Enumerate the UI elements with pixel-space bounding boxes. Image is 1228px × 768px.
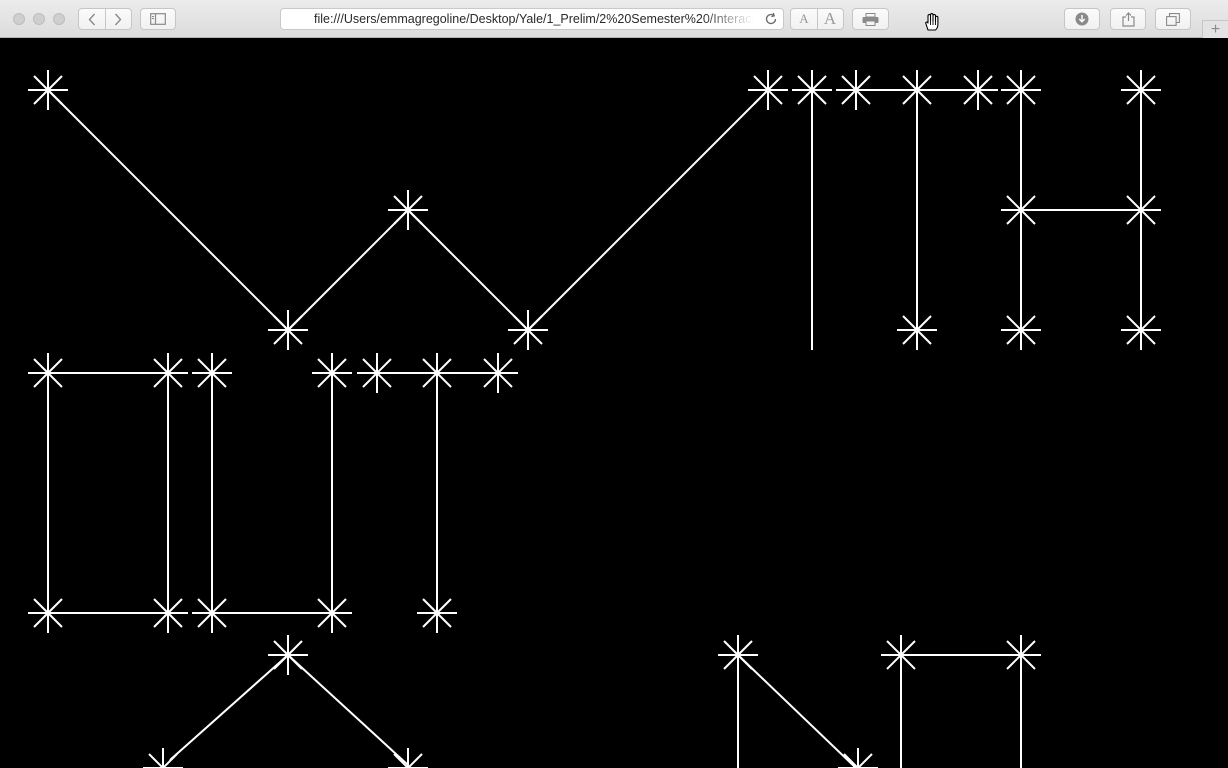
asterisk-node-icon [1001, 635, 1041, 675]
downloads-button[interactable] [1064, 8, 1100, 30]
asterisk-node-icon [388, 190, 428, 230]
tabs-overview-button[interactable] [1155, 8, 1191, 30]
asterisk-node-icon [28, 593, 68, 633]
download-icon [1075, 12, 1089, 26]
asterisk-node-icon [478, 353, 518, 393]
asterisk-node-icon [143, 748, 183, 768]
asterisk-node-icon [718, 635, 758, 675]
asterisk-node-icon [148, 353, 188, 393]
asterisk-node-icon [836, 70, 876, 110]
share-button[interactable] [1110, 8, 1146, 30]
line-art-canvas [28, 70, 1161, 768]
connector-line [169, 654, 289, 761]
asterisk-node-icon [1121, 70, 1161, 110]
asterisk-node-icon [1001, 70, 1041, 110]
asterisk-node-icon [28, 353, 68, 393]
share-icon [1121, 11, 1135, 27]
asterisk-node-icon [388, 748, 428, 768]
asterisk-node-icon [268, 310, 308, 350]
connector-line [287, 654, 409, 766]
asterisk-node-icon [268, 635, 308, 675]
zoom-window-button[interactable] [53, 13, 65, 25]
asterisk-node-icon [748, 70, 788, 110]
asterisk-node-icon [417, 593, 457, 633]
sidebar-icon [150, 13, 166, 25]
address-bar[interactable]: file:///Users/emmagregoline/Desktop/Yale… [280, 8, 784, 30]
asterisk-node-icon [897, 70, 937, 110]
close-window-button[interactable] [13, 13, 25, 25]
asterisk-node-icon [508, 310, 548, 350]
tabs-overview-icon [1166, 12, 1180, 26]
browser-toolbar: file:///Users/emmagregoline/Desktop/Yale… [0, 0, 1228, 38]
asterisk-node-icon [958, 70, 998, 110]
asterisk-node-icon [792, 70, 832, 110]
connector-line [287, 209, 409, 331]
asterisk-node-icon [1121, 190, 1161, 230]
asterisk-node-icon [28, 70, 68, 110]
print-button[interactable] [852, 8, 889, 30]
chevron-left-icon[interactable] [79, 13, 105, 26]
asterisk-node-icon [357, 353, 397, 393]
asterisk-node-icon [192, 593, 232, 633]
sidebar-button[interactable] [140, 8, 176, 30]
asterisk-node-icon [192, 353, 232, 393]
hand-cursor-icon [922, 12, 942, 37]
print-icon [862, 12, 879, 26]
font-smaller-button[interactable]: A [799, 11, 809, 26]
connector-line [737, 654, 858, 768]
asterisk-node-icon [897, 310, 937, 350]
chevron-right-icon[interactable] [105, 13, 131, 26]
address-bar-url[interactable]: file:///Users/emmagregoline/Desktop/Yale… [314, 12, 754, 26]
asterisk-node-icon [1001, 190, 1041, 230]
minimize-window-button[interactable] [33, 13, 45, 25]
new-tab-button[interactable]: + [1202, 20, 1228, 38]
reload-icon[interactable] [764, 12, 778, 29]
asterisk-node-icon [148, 593, 188, 633]
segment-divider [105, 8, 106, 30]
connector-line [47, 89, 289, 331]
connector-line [407, 209, 529, 331]
asterisk-node-icon [838, 748, 878, 768]
asterisk-node-icon [417, 353, 457, 393]
asterisk-node-icon [1001, 310, 1041, 350]
asterisk-node-icon [312, 353, 352, 393]
page-content [0, 38, 1228, 768]
font-larger-button[interactable]: A [823, 9, 837, 28]
segment-divider [817, 8, 818, 30]
connector-line [527, 89, 769, 331]
asterisk-node-icon [881, 635, 921, 675]
asterisk-node-icon [312, 593, 352, 633]
asterisk-node-icon [1121, 310, 1161, 350]
